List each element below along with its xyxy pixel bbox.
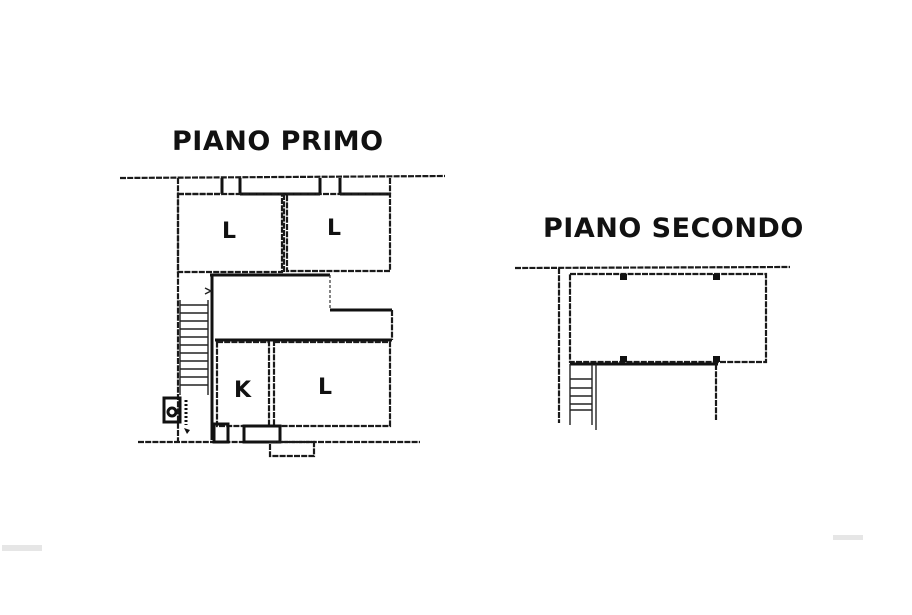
room-label-k: K (234, 378, 252, 403)
outer-boundary-top (119, 174, 446, 180)
staircase-primo (179, 287, 213, 395)
room-l-top-left (176, 192, 284, 274)
boiler-icon (162, 396, 190, 434)
balcony-bottom (212, 422, 316, 458)
floor-title-primo: PIANO PRIMO (172, 126, 384, 157)
attic-room (568, 272, 768, 364)
room-label-l-top-left: L (222, 219, 237, 244)
balcony-top (178, 178, 392, 196)
staircase-secondo (569, 364, 597, 430)
pillar (713, 356, 720, 362)
scan-noise (2, 535, 863, 551)
floor-plan-primo (119, 174, 446, 458)
pillar (620, 274, 627, 280)
pillar (713, 274, 720, 280)
outer-boundary-top (514, 265, 791, 270)
pillar (620, 356, 627, 362)
hallway (210, 273, 394, 440)
floor-title-secondo: PIANO SECONDO (543, 213, 804, 244)
room-label-l-top-right: L (327, 216, 342, 241)
room-l-top-right (285, 192, 392, 273)
floor-plan-secondo (514, 265, 791, 430)
room-label-l-bottom-right: L (318, 375, 333, 400)
room-l-bottom-right (272, 340, 392, 428)
